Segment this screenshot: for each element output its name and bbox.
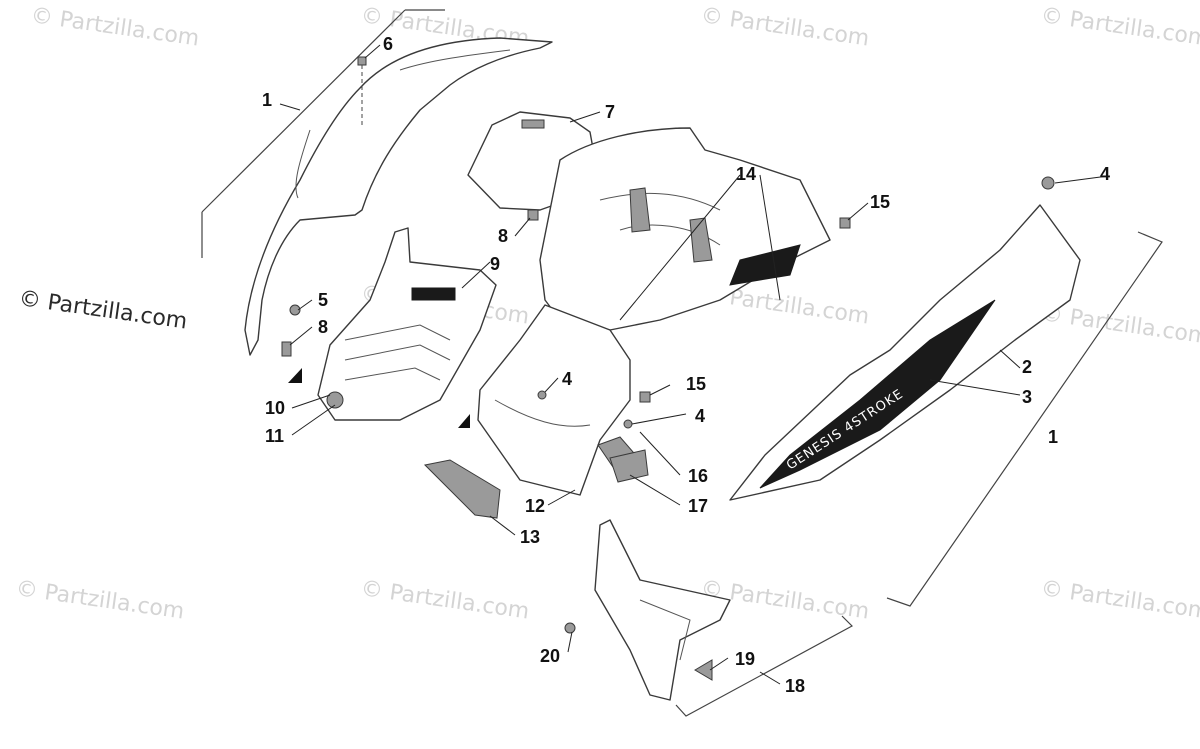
part-18-belly-pan [594, 519, 731, 701]
brackets [201, 9, 1163, 717]
callout-15-upper: 15 [870, 192, 890, 212]
part-15-clip [639, 391, 651, 403]
watermark: © Partzilla.com [1039, 301, 1200, 349]
part-12-nose [477, 304, 631, 496]
callout-11: 11 [265, 426, 284, 446]
part-9-vent-panel [317, 227, 497, 421]
arrow-marker [288, 368, 302, 383]
part-8-clip [281, 341, 292, 357]
callout-10: 10 [265, 398, 285, 418]
part-17-bracket [609, 449, 649, 483]
callouts: 1 6 7 8 9 5 8 10 11 14 15 4 4 15 4 2 3 1… [262, 34, 1110, 696]
callout-12: 12 [525, 496, 545, 516]
part-5-screw [289, 304, 301, 316]
leader-lines [279, 44, 1109, 685]
callout-15-lower: 15 [686, 374, 706, 394]
arrow-marker [458, 414, 470, 428]
callout-1-left: 1 [262, 90, 272, 110]
part-19-clip [694, 659, 713, 681]
part-6-screw [357, 56, 367, 66]
callout-13: 13 [520, 527, 540, 547]
part-15-clip [839, 217, 851, 229]
main-hood [539, 127, 831, 331]
part-11-emblem [326, 391, 344, 409]
callout-4-right: 4 [1100, 164, 1110, 184]
part-4-screw [1041, 176, 1055, 190]
callout-19: 19 [735, 649, 755, 669]
bracket-1-right [886, 231, 1163, 607]
part-13-grille [423, 459, 501, 519]
watermark: © Partzilla.com [359, 576, 531, 624]
callout-8-upper: 8 [498, 226, 508, 246]
callout-1-right: 1 [1048, 427, 1058, 447]
callout-18: 18 [785, 676, 805, 696]
bracket-18 [675, 615, 853, 717]
callout-5: 5 [318, 290, 328, 310]
callout-20: 20 [540, 646, 560, 666]
bracket-1-left-diag [201, 9, 406, 213]
callout-14: 14 [736, 164, 756, 184]
callout-7: 7 [605, 102, 615, 122]
hardware [281, 56, 1055, 681]
callout-6: 6 [383, 34, 393, 54]
watermark: © Partzilla.com [29, 3, 201, 51]
part-9-badge [411, 287, 456, 301]
part-7-slot [521, 119, 545, 129]
callout-8-lower: 8 [318, 317, 328, 337]
callout-3: 3 [1022, 387, 1032, 407]
part-20-screw [564, 622, 576, 634]
part-4-screw [537, 390, 547, 400]
watermark: © Partzilla.com [1039, 3, 1200, 51]
callout-9: 9 [490, 254, 500, 274]
watermark: © Partzilla.com [699, 3, 871, 51]
callout-17: 17 [688, 496, 708, 516]
watermark-main: © Partzilla.com [17, 286, 189, 334]
part-8-clip [527, 209, 539, 221]
callout-4-lower: 4 [695, 406, 705, 426]
part-1-left-panel [244, 37, 553, 356]
callout-16: 16 [688, 466, 708, 486]
callout-4-center: 4 [562, 369, 572, 389]
watermark: © Partzilla.com [1039, 576, 1200, 624]
part-4-screw [623, 419, 633, 429]
watermark: © Partzilla.com [14, 576, 186, 624]
callout-2: 2 [1022, 357, 1032, 377]
